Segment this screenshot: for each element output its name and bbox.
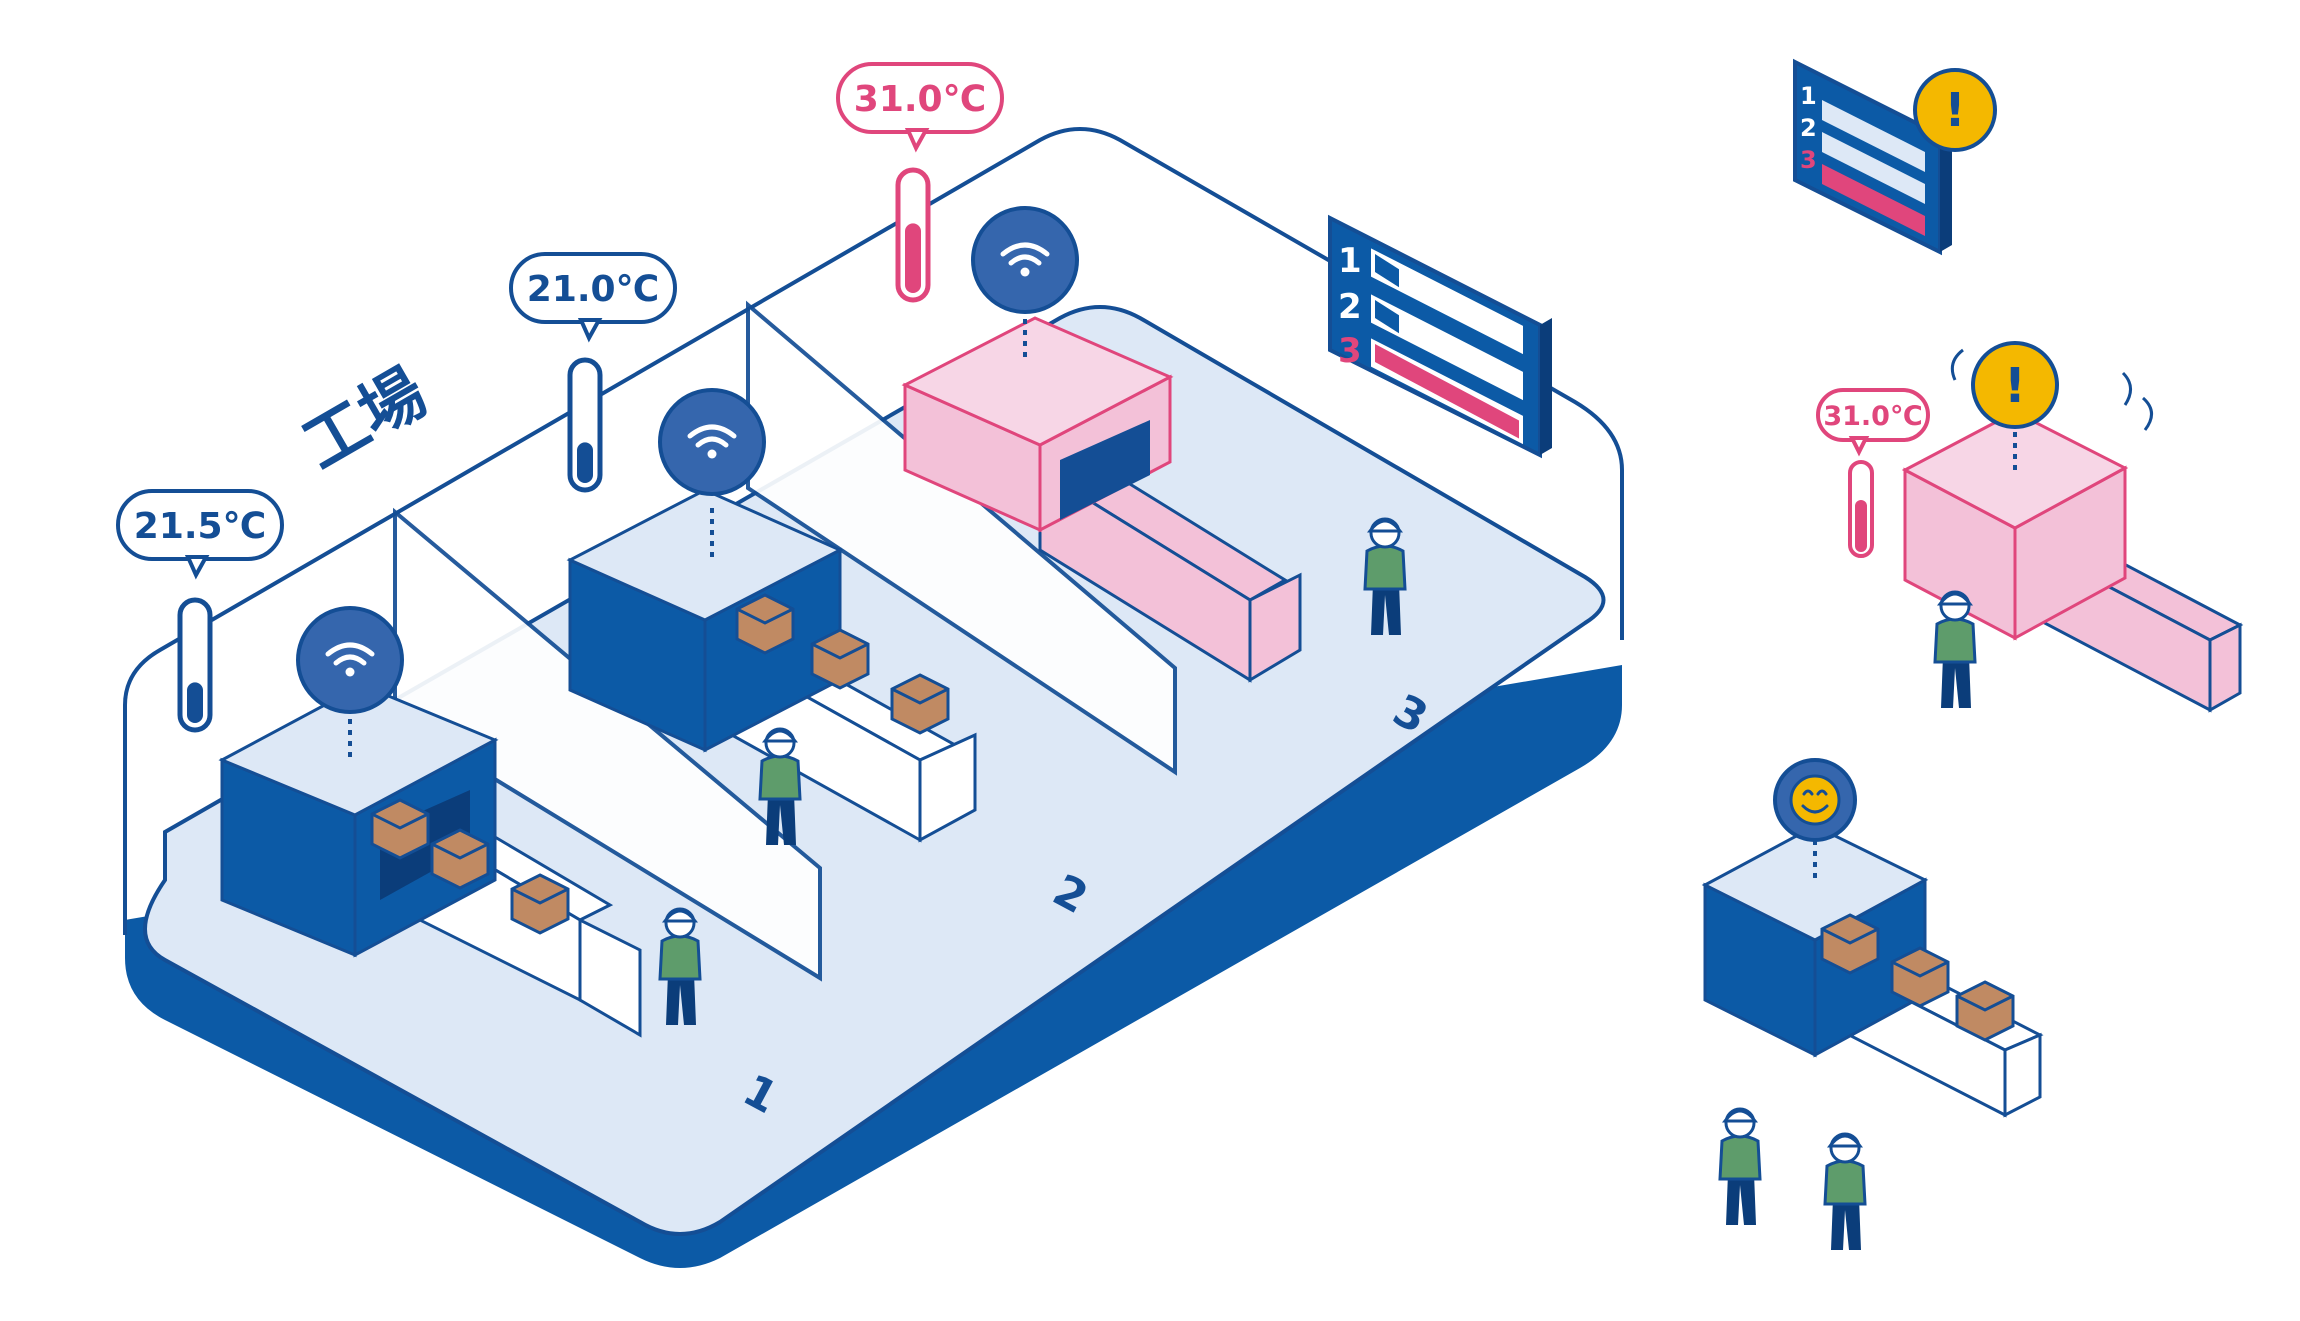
exclamation-icon xyxy=(1971,341,2059,429)
box-icon xyxy=(735,593,795,655)
temperature-sensor-1: 21.5℃ xyxy=(116,489,284,733)
factory-label: 工場 xyxy=(291,356,439,484)
thermometer-fill xyxy=(577,442,593,483)
box-icon xyxy=(810,628,870,690)
side-monitor-row-2: 2 xyxy=(1800,114,1817,142)
worker-icon xyxy=(1933,590,1977,710)
side-ok-line xyxy=(1701,758,2044,1252)
worker-icon xyxy=(1823,1132,1867,1252)
temperature-reading: 21.5℃ xyxy=(134,506,266,547)
monitor-bar-fill xyxy=(1375,254,1399,288)
thermometer-fill xyxy=(187,682,203,723)
box-icon xyxy=(370,798,430,860)
production-line-1 xyxy=(218,606,702,1038)
side-overheat-line: ! xyxy=(1901,341,2244,713)
wifi-icon xyxy=(658,388,766,496)
side-monitor-row-1: 1 xyxy=(1800,82,1817,110)
temperature-sensor-3: 31.0℃ xyxy=(836,62,1004,303)
box-icon xyxy=(890,673,950,735)
worker-icon xyxy=(1718,1107,1762,1227)
monitor-row-label-2: 2 xyxy=(1338,287,1362,327)
side-monitor-row-3: 3 xyxy=(1800,146,1817,174)
monitor-bar-track xyxy=(1371,294,1523,401)
side-alert-temperature: 31.0℃ xyxy=(1816,388,1930,558)
monitor-bar-track xyxy=(1371,248,1523,355)
box-icon xyxy=(1955,980,2015,1042)
production-line-2 xyxy=(566,388,977,847)
alert-badge: ! xyxy=(2004,358,2026,414)
box-icon xyxy=(1890,946,1950,1008)
monitor-row-label-1: 1 xyxy=(1338,241,1362,281)
box-icon xyxy=(430,828,490,890)
monitor-bar-fill xyxy=(1375,344,1519,439)
temperature-reading: 31.0℃ xyxy=(854,79,986,120)
side-alert-monitor: 1 2 3 ! xyxy=(1793,58,1997,256)
exclamation-icon xyxy=(1913,68,1997,152)
temperature-reading: 21.0℃ xyxy=(527,269,659,310)
box-icon xyxy=(1820,913,1880,975)
monitor-row-label-3: 3 xyxy=(1338,331,1362,371)
temperature-sensor-2: 21.0℃ xyxy=(509,252,677,493)
production-line-3 xyxy=(901,206,1407,683)
status-monitor: 1 2 3 xyxy=(1328,214,1552,459)
thermometer-fill xyxy=(905,223,921,293)
alert-badge: ! xyxy=(1945,83,1966,137)
box-icon xyxy=(510,873,570,935)
wifi-icon xyxy=(296,606,404,714)
wifi-icon xyxy=(971,206,1079,314)
side-alert-reading: 31.0℃ xyxy=(1823,401,1922,432)
monitor-bar-fill xyxy=(1375,300,1399,334)
